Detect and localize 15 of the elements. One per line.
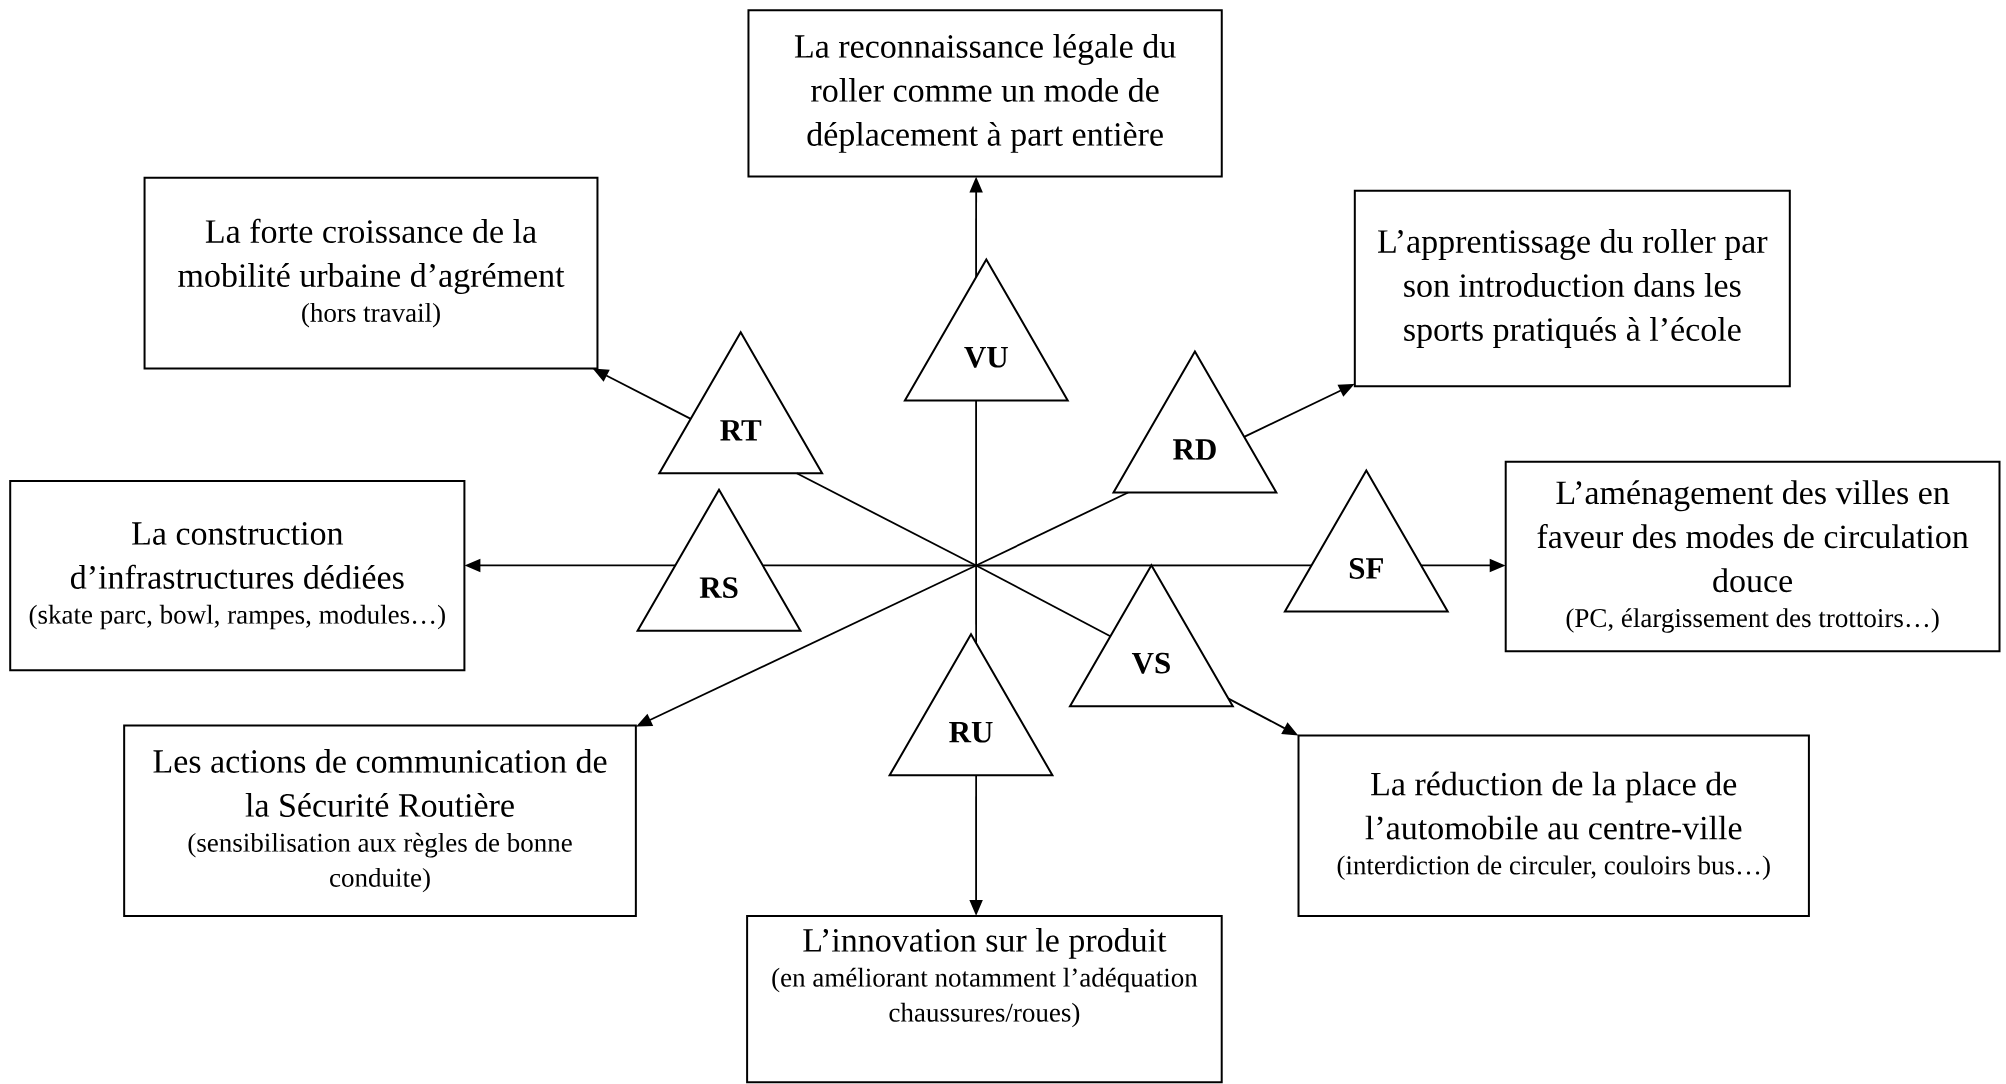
text-box: Les actions de communication de la Sécurité Routière (sensibilisation aux règles de bonne conduite) (123, 724, 637, 917)
connector-line (975, 564, 978, 645)
connector-line (975, 564, 1112, 638)
text-box: La reconnaissance légale du roller comme un mode de déplacement à part entière (747, 9, 1223, 178)
connector-line (975, 399, 977, 567)
text-box: L’innovation sur le produit (en améliorant notamment l’adéquation chaussures/roues) (746, 914, 1223, 1084)
connector-line (795, 472, 977, 567)
connector-line (975, 491, 1130, 567)
connector-line (975, 564, 1313, 567)
text-box: L’apprentissage du roller par son introduction dans les sports pratiqués à l’école (1353, 189, 1791, 388)
text-box: La réduction de la place de l’automobile au centre-ville (interdiction de circuler, couloirs bus…) (1297, 734, 1810, 917)
text-box: La construction d’infrastructures dédiées (skate parc, bowl, rampes, modules…) (9, 480, 466, 672)
text-box: L’aménagement des villes en faveur des modes de circulation douce (PC, élargissement des trottoirs…) (1504, 460, 2001, 653)
connector-line (761, 564, 977, 567)
text-box: La forte croissance de la mobilité urbaine d’agrément (hors travail) (143, 176, 599, 370)
